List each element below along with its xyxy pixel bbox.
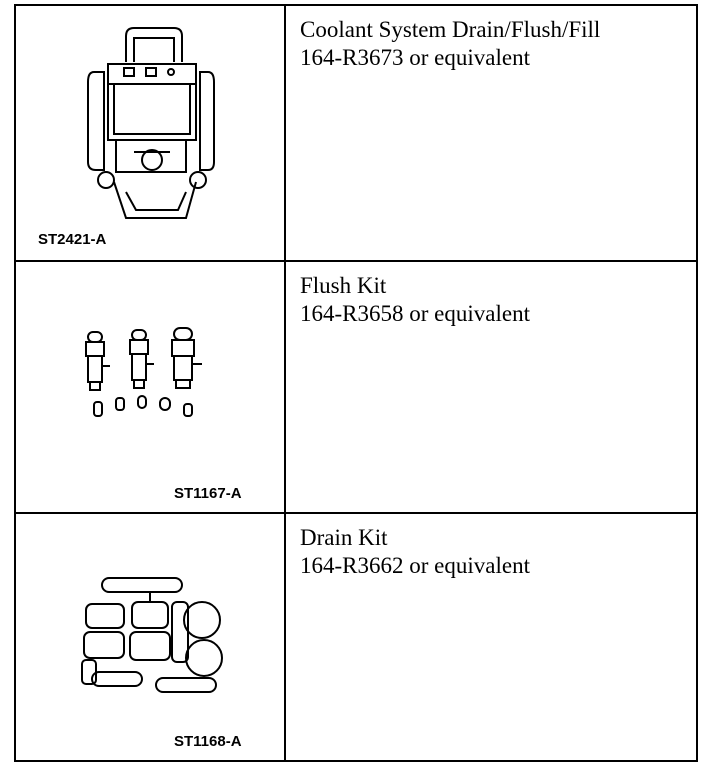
- description-cell: Coolant System Drain/Flush/Fill 164-R367…: [286, 6, 696, 260]
- image-cell: ST1167-A: [16, 262, 286, 512]
- part-number: 164-R3658 or equivalent: [300, 301, 530, 326]
- image-cell: ST2421-A: [16, 6, 286, 260]
- part-number: 164-R3673 or equivalent: [300, 45, 530, 70]
- tool-title: Coolant System Drain/Flush/Fill: [300, 17, 601, 42]
- part-number: 164-R3662 or equivalent: [300, 553, 530, 578]
- description-cell: Drain Kit 164-R3662 or equivalent: [286, 514, 696, 760]
- tool-code: ST2421-A: [38, 231, 107, 248]
- tool-title: Flush Kit: [300, 273, 387, 298]
- image-cell: ST1168-A: [16, 514, 286, 760]
- table-row: ST1167-A Flush Kit 164-R3658 or equivale…: [16, 262, 696, 514]
- description-cell: Flush Kit 164-R3658 or equivalent: [286, 262, 696, 512]
- table-row: ST1168-A Drain Kit 164-R3662 or equivale…: [16, 514, 696, 760]
- tool-table: ST2421-A Coolant System Drain/Flush/Fill…: [14, 4, 698, 762]
- table-row: ST2421-A Coolant System Drain/Flush/Fill…: [16, 6, 696, 262]
- tool-title: Drain Kit: [300, 525, 388, 550]
- tool-code: ST1168-A: [174, 733, 242, 750]
- flush-kit-illustration: [85, 327, 202, 417]
- tool-code: ST1167-A: [174, 485, 242, 502]
- coolant-system-tool-illustration: [87, 27, 215, 219]
- drain-kit-illustration: [81, 577, 223, 693]
